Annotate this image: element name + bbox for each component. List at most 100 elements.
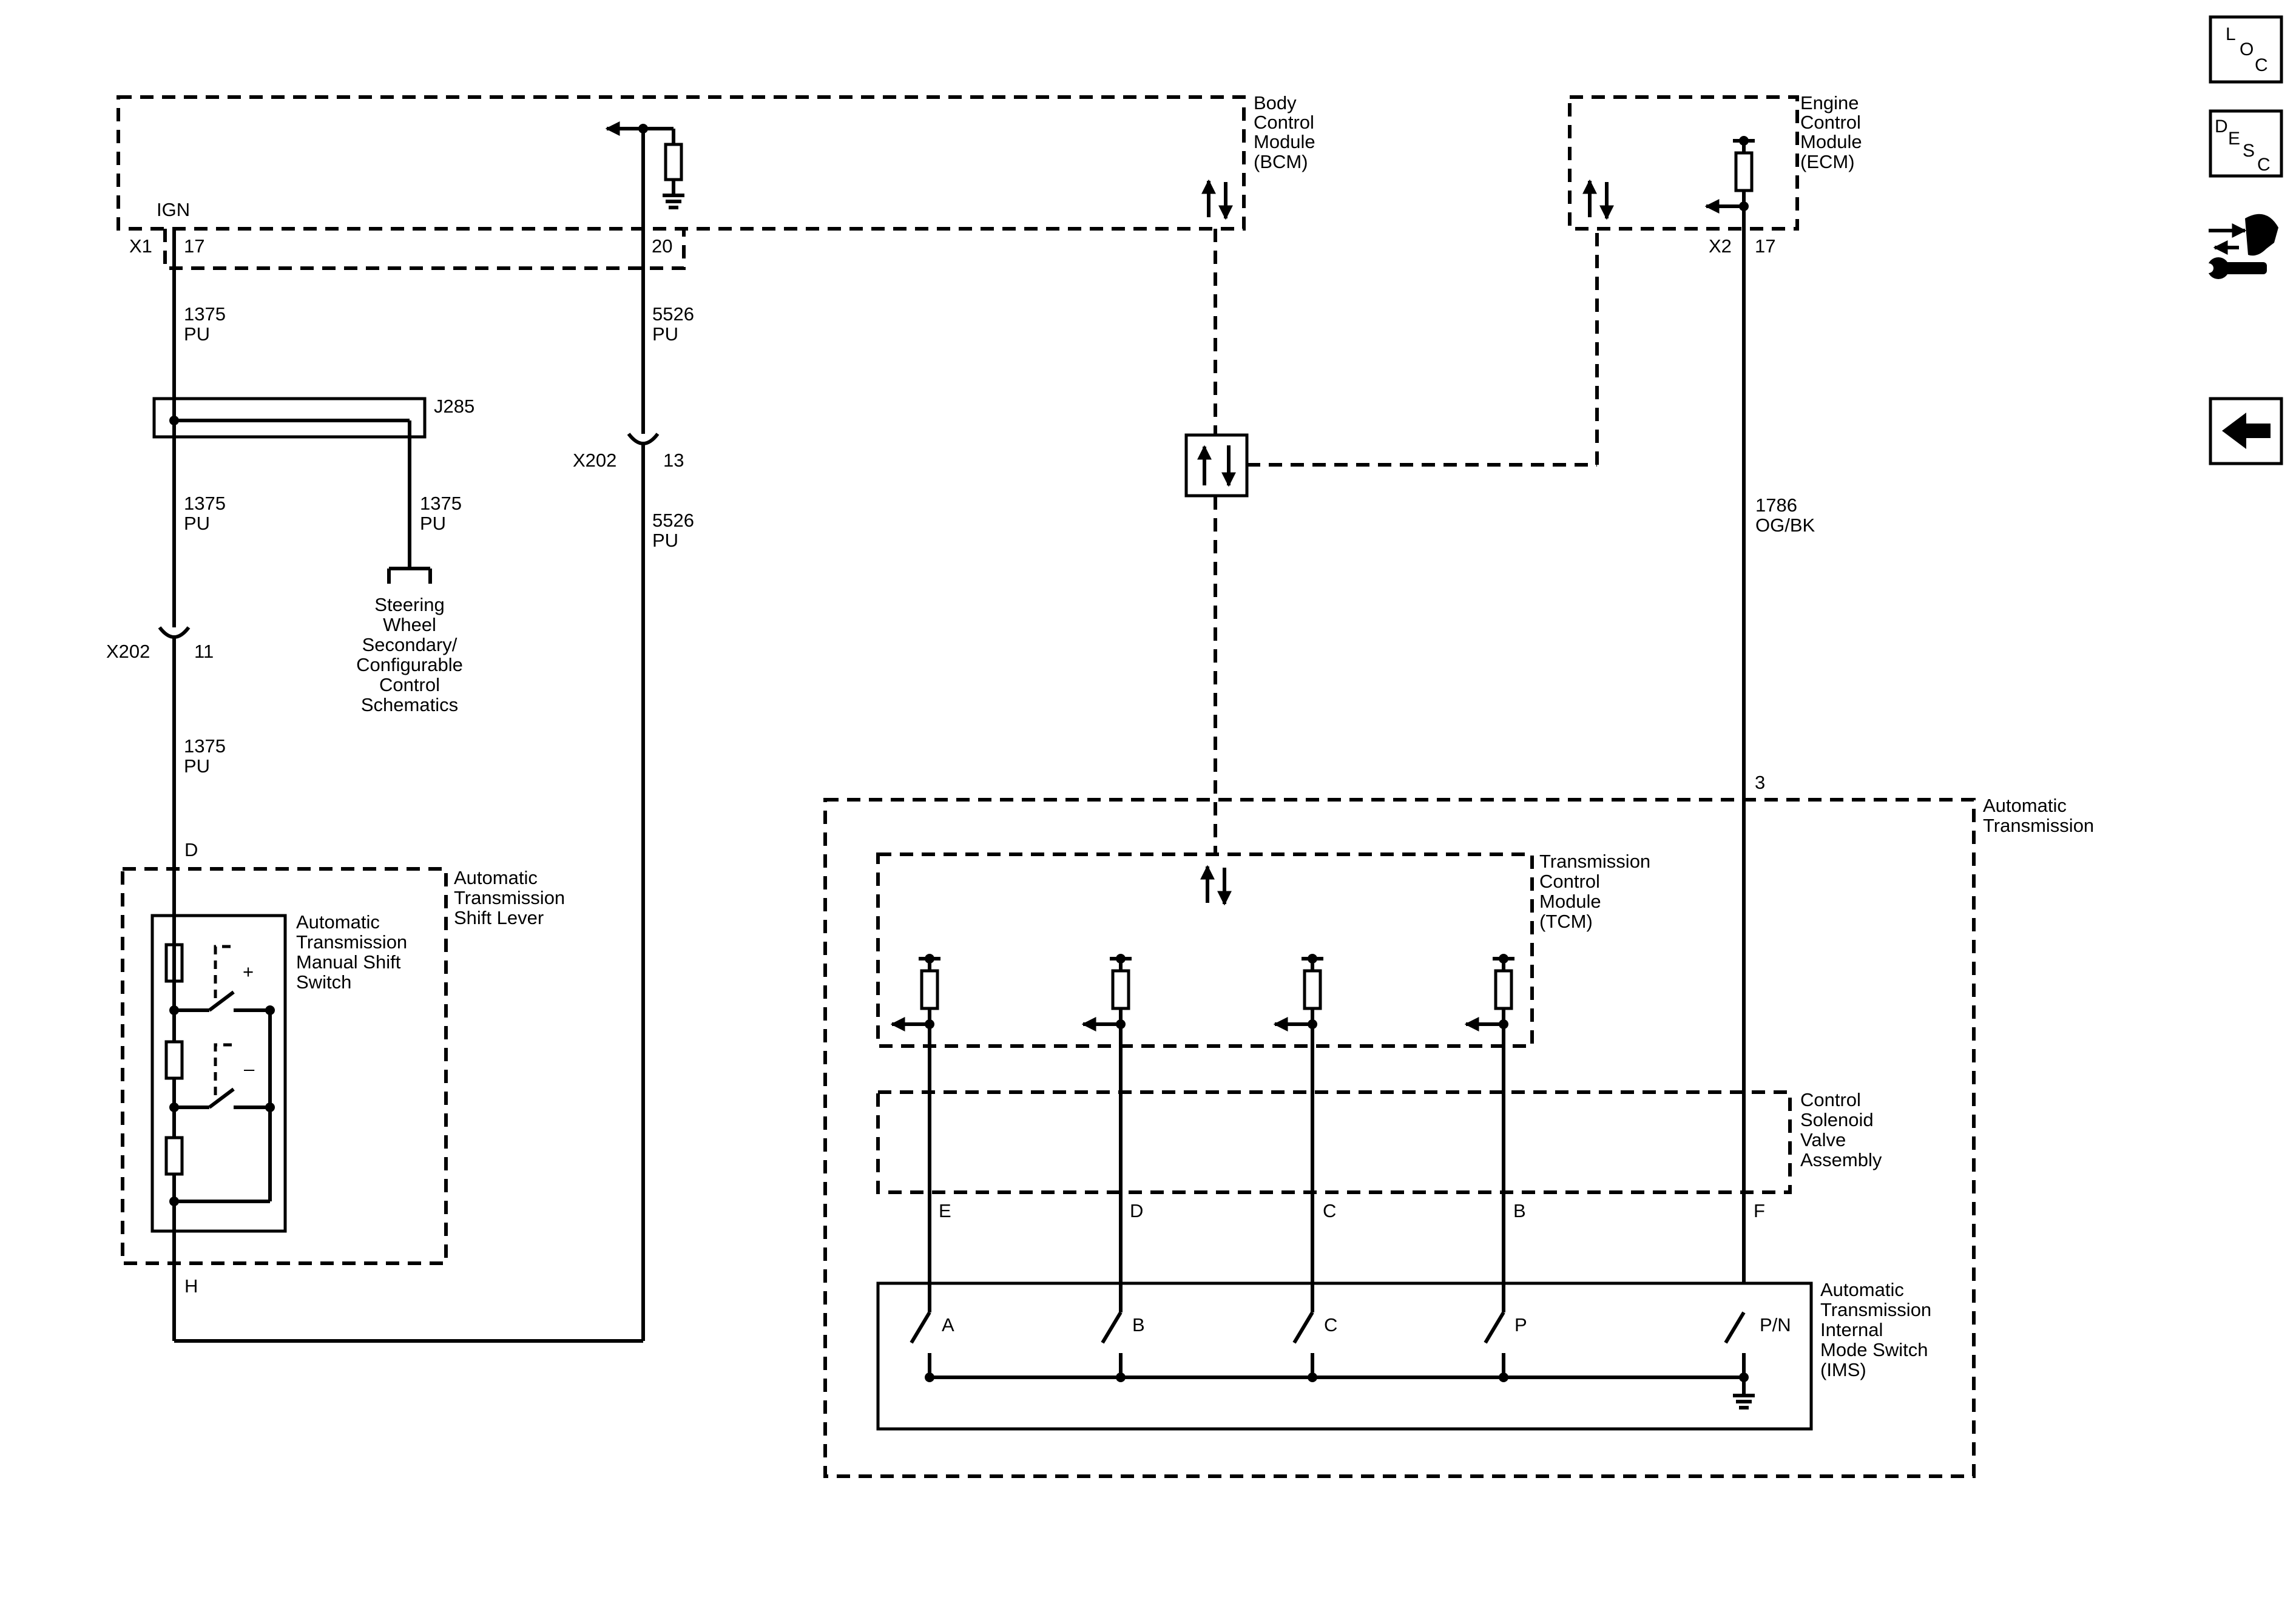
shift-lever-pin-d: D bbox=[184, 839, 198, 860]
csva-label-3: Valve bbox=[1800, 1129, 1846, 1150]
ecm-label-1: Engine bbox=[1800, 92, 1859, 113]
csva-pin-d: D bbox=[1130, 1200, 1143, 1221]
csva-pin-b: B bbox=[1513, 1200, 1526, 1221]
bcm-label-3: Module bbox=[1254, 131, 1315, 152]
auto-trans-label-2: Transmission bbox=[1983, 815, 2094, 836]
steering-ref-5: Control bbox=[379, 674, 440, 695]
auto-trans-pin-3: 3 bbox=[1755, 772, 1765, 793]
minus-symbol: – bbox=[244, 1058, 255, 1079]
serial-data-bus bbox=[1184, 229, 1599, 856]
ims-label-3: Internal bbox=[1820, 1319, 1883, 1340]
splice-j285-label: J285 bbox=[434, 396, 474, 417]
desc-letter-c: C bbox=[2257, 155, 2271, 175]
wire-1786-color: OG/BK bbox=[1755, 515, 1815, 536]
desc-letter-s: S bbox=[2243, 141, 2255, 161]
wire-1375-color-3: PU bbox=[420, 513, 446, 534]
desc-letter-d: D bbox=[2215, 116, 2228, 137]
bcm-connector-x1: X1 bbox=[129, 235, 152, 257]
tcm-label-4: (TCM) bbox=[1539, 911, 1593, 932]
control-solenoid-valve-assembly: Control Solenoid Valve Assembly E D C B … bbox=[876, 1089, 1882, 1221]
ecm-module: Engine Control Module (ECM) X2 17 bbox=[1568, 92, 1862, 257]
ims-label-2: Transmission bbox=[1820, 1299, 1931, 1320]
downshift-switch: – bbox=[174, 1043, 275, 1112]
loc-button[interactable]: L O C bbox=[2209, 15, 2283, 84]
wire-5526-color-2: PU bbox=[652, 530, 678, 551]
ims-switch-2 bbox=[1292, 1311, 1317, 1382]
internal-mode-switch: Automatic Transmission Internal Mode Swi… bbox=[876, 1279, 1931, 1431]
desc-letter-e: E bbox=[2228, 129, 2240, 149]
ims-switch-group bbox=[910, 1311, 1749, 1382]
bcm-module: Body Control Module (BCM) IGN X1 17 20 bbox=[116, 92, 1315, 270]
bcm-internal-resistor-ground bbox=[605, 121, 684, 209]
tcm-module: Transmission Control Module (TCM) bbox=[876, 851, 1650, 1312]
ecm-label-2: Control bbox=[1800, 112, 1861, 133]
wire-5526-num-2: 5526 bbox=[652, 510, 694, 531]
automatic-transmission-assembly: Automatic Transmission 3 Transmission Co… bbox=[823, 772, 2094, 1478]
ecm-connector-x2: X2 bbox=[1709, 235, 1732, 257]
shift-lever-label-2: Transmission bbox=[454, 887, 565, 908]
csva-label-1: Control bbox=[1800, 1089, 1861, 1110]
wire-1375-num-3: 1375 bbox=[420, 493, 462, 514]
steering-ref-1: Steering bbox=[374, 594, 444, 615]
wire-1786-num: 1786 bbox=[1755, 495, 1797, 516]
csva-label-2: Solenoid bbox=[1800, 1109, 1874, 1130]
x202-label-b: X202 bbox=[573, 450, 616, 471]
wire-1375-color-2: PU bbox=[184, 513, 210, 534]
connector-tool-icon[interactable] bbox=[2204, 214, 2278, 279]
csva-label-4: Assembly bbox=[1800, 1149, 1882, 1170]
bcm-label-2: Control bbox=[1254, 112, 1314, 133]
splice-j285: J285 bbox=[152, 396, 474, 584]
shift-lever-label-1: Automatic bbox=[454, 867, 538, 888]
loc-letter-o: O bbox=[2240, 39, 2254, 59]
tcm-pullup-3 bbox=[1464, 954, 1514, 1312]
ecm-serial-data-icon bbox=[1582, 179, 1614, 220]
steering-ref-3: Secondary/ bbox=[362, 634, 458, 655]
ecm-internal-pullup bbox=[1704, 136, 1755, 214]
shift-lever-assembly: D H Automatic Transmission Shift Lever A… bbox=[121, 839, 565, 1341]
sidebar-nav: L O C D E S C bbox=[2204, 15, 2283, 465]
wire-5526-num-1: 5526 bbox=[652, 303, 694, 325]
bcm-label-4: (BCM) bbox=[1254, 151, 1308, 172]
circuit-1786: 1786 OG/BK bbox=[1742, 206, 1815, 1283]
ims-switch-0 bbox=[910, 1311, 934, 1382]
steering-ref-4: Configurable bbox=[356, 654, 463, 675]
bcm-label-1: Body bbox=[1254, 92, 1297, 113]
csva-pin-c: C bbox=[1323, 1200, 1336, 1221]
shift-lever-label-3: Shift Lever bbox=[454, 907, 544, 928]
ims-switch-label-pn: P/N bbox=[1760, 1314, 1791, 1335]
steering-wheel-reference[interactable]: Steering Wheel Secondary/ Configurable C… bbox=[356, 594, 463, 715]
tcm-label-3: Module bbox=[1539, 891, 1601, 912]
x202-label-a: X202 bbox=[106, 641, 150, 662]
auto-trans-label-1: Automatic bbox=[1983, 795, 2067, 816]
bcm-ign-label: IGN bbox=[157, 199, 190, 220]
ecm-label-4: (ECM) bbox=[1800, 151, 1855, 172]
shift-lever-pin-h: H bbox=[184, 1275, 198, 1297]
ims-switch-label-c: C bbox=[1324, 1314, 1337, 1335]
wire-1375-num-1: 1375 bbox=[184, 303, 226, 325]
connector-x202-pin13: X202 13 bbox=[573, 422, 684, 1341]
back-arrow-icon bbox=[2222, 413, 2271, 449]
tcm-pullup-1 bbox=[1081, 954, 1132, 1312]
loc-letter-c: C bbox=[2255, 55, 2268, 75]
tcm-pullup-group bbox=[890, 954, 1514, 1312]
desc-button[interactable]: D E S C bbox=[2209, 109, 2283, 178]
manual-switch-label-4: Switch bbox=[296, 971, 351, 993]
back-arrow-button[interactable] bbox=[2209, 397, 2283, 465]
tcm-label-1: Transmission bbox=[1539, 851, 1650, 872]
manual-switch-label-2: Transmission bbox=[296, 931, 407, 953]
circuit-1375: 1375 PU J285 1375 PU 1375 PU Steering Wh… bbox=[106, 229, 474, 995]
manual-switch-label-3: Manual Shift bbox=[296, 951, 401, 973]
ims-label-5: (IMS) bbox=[1820, 1359, 1866, 1380]
tcm-serial-data-icon bbox=[1200, 865, 1232, 906]
plus-symbol: + bbox=[243, 961, 254, 982]
ims-switch-1 bbox=[1101, 1311, 1126, 1382]
ims-label-1: Automatic bbox=[1820, 1279, 1904, 1300]
ims-switch-3 bbox=[1484, 1311, 1508, 1382]
wire-1375-color-1: PU bbox=[184, 323, 210, 345]
manual-switch-label-1: Automatic bbox=[296, 911, 380, 933]
csva-pin-f: F bbox=[1754, 1200, 1765, 1221]
ims-switch-4 bbox=[1724, 1311, 1749, 1382]
tcm-pullup-0 bbox=[890, 954, 940, 1312]
steering-ref-2: Wheel bbox=[383, 614, 436, 635]
